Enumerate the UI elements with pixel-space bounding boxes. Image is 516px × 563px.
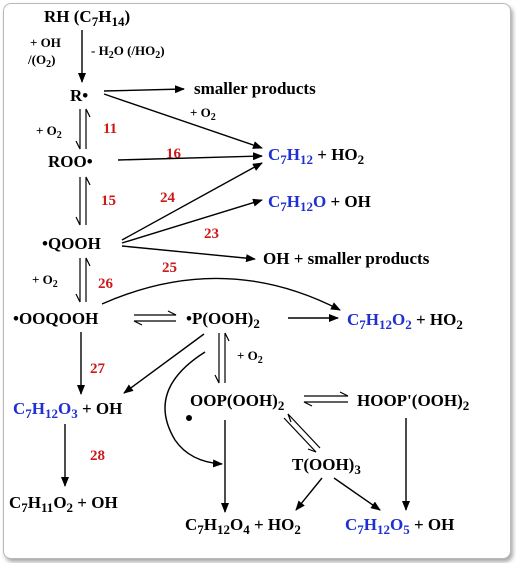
equilibrium-r-roo [85,108,91,149]
species-pooh2-radical: •P(OOH)2 [186,309,260,331]
product-c7h12o-oh: C7H12O + OH [268,192,371,214]
reaction-number-15: 15 [101,193,116,209]
arrow-pooh2-to-c7h12o3 [123,333,205,394]
arrow-qooh-to-oh-smaller [121,245,256,263]
product-oh-smaller-products: OH + smaller products [263,249,430,268]
arrow-qooh-to-c7h12o [121,198,263,244]
condition-plus-o2: + O2 [190,105,216,123]
reaction-number-26: 26 [98,276,114,292]
equilibrium-qooh-ooqooh [85,257,91,302]
arrow-ooqooh-to-c7h12o2 [101,277,341,311]
radical-dot [186,415,192,421]
species-hoop-ooh2: HOOP'(OOH)2 [357,391,469,413]
reaction-number-25: 25 [162,260,177,276]
arrow-qooh-to-c7h12 [121,162,263,241]
equilibrium-oopooh2-tooh3 [287,413,321,449]
species-tooh3: T(OOH)3 [292,455,361,477]
species-roo-radical: ROO• [48,152,93,171]
condition-plus-oh: + OH [30,35,61,50]
arrow-r-to-c7h12 [103,93,263,149]
reaction-number-27: 27 [90,361,106,377]
arrow-pooh2-curved [164,351,223,468]
species-r-radical: R• [70,86,88,105]
arrow-tooh3-to-c7h12o4 [295,477,323,511]
condition-plus-o2: + O2 [32,272,58,290]
species-rh: RH (C7H14) [44,7,130,29]
condition-minus-h2o: - H2O (/HO2) [91,43,165,61]
reaction-number-24: 24 [160,190,176,206]
product-c7h12o5-oh: C7H12O5 + OH [345,515,454,537]
equilibrium-roo-qooh [75,177,81,226]
equilibrium-pooh2-oopooh2 [214,333,220,384]
species-ooqooh-radical: •OOQOOH [13,309,98,328]
arrow-roo-to-c7h12 [117,152,263,161]
equilibrium-qooh-ooqooh [75,258,81,303]
species-qooh-radical: •QOOH [42,234,101,253]
product-c7h12o4-ho2: C7H12O4 + HO2 [185,515,301,537]
condition-plus-o2: + O2 [237,348,263,366]
condition-o2: /(O2) [27,52,55,70]
product-smaller-products: smaller products [194,79,316,98]
equilibrium-pooh2-oopooh2 [224,332,230,383]
product-c7h12o3-oh: C7H12O3 + OH [13,399,122,421]
reaction-number-16: 16 [166,146,182,162]
condition-plus-o2: + O2 [36,123,62,141]
reaction-number-23: 23 [204,226,219,242]
equilibrium-roo-qooh [85,176,91,225]
product-c7h12o2-ho2: C7H12O2 + HO2 [347,310,463,332]
arrow-r-to-smaller-products [103,85,185,94]
arrow-tooh3-to-c7h12o5 [333,477,381,511]
equilibrium-oopooh2-tooh3 [283,417,317,453]
product-c7h12-ho2: C7H12 + HO2 [268,145,364,167]
equilibrium-oopooh2-hoop [304,391,349,397]
reaction-number-11: 11 [103,121,117,137]
product-c7h11o2-oh: C7H11O2 + OH [9,493,118,515]
figure-frame [3,3,511,559]
species-oopooh2: OOP(OOH)2 [190,391,284,413]
reaction-number-28: 28 [90,448,105,464]
equilibrium-ooqooh-pooh2 [134,310,177,316]
equilibrium-oopooh2-hoop [303,401,348,407]
equilibrium-ooqooh-pooh2 [133,320,176,326]
equilibrium-r-roo [75,109,81,150]
